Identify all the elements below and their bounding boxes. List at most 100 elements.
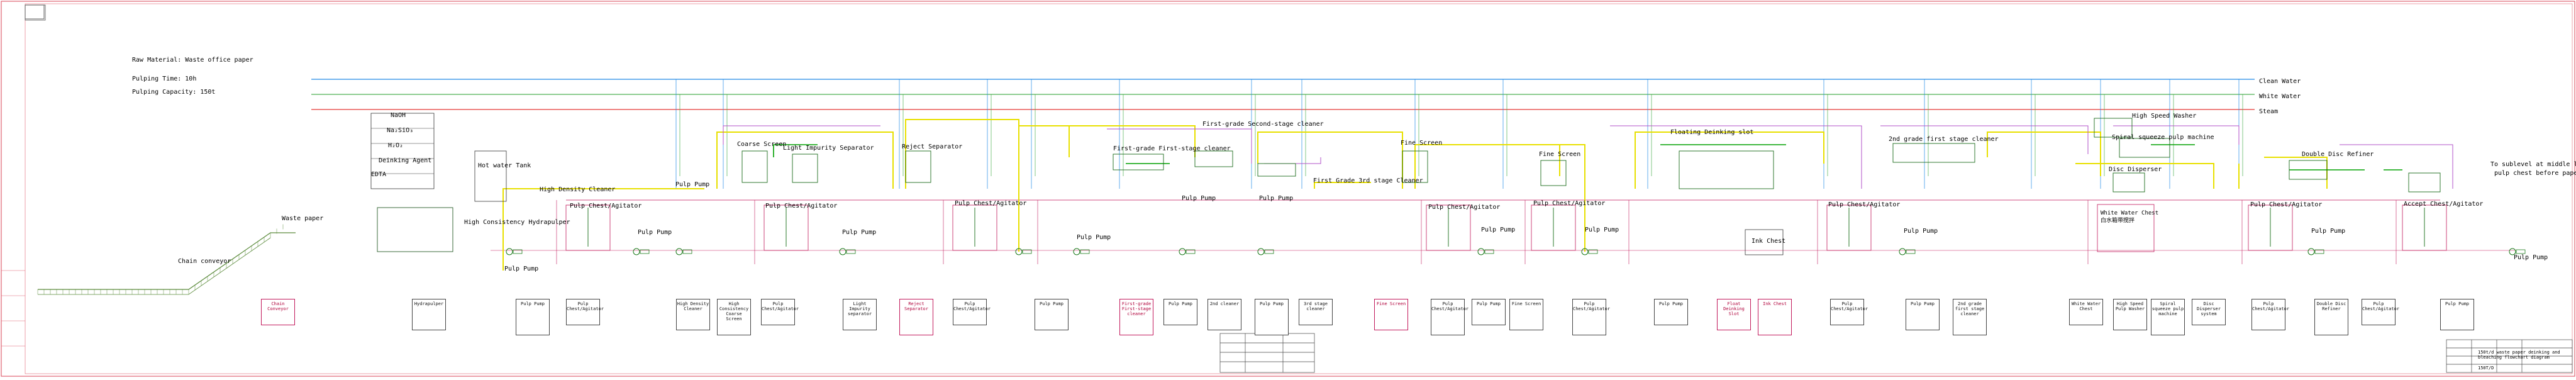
- pulp-chest: [2248, 204, 2293, 251]
- equipment-spec-box: 2nd cleaner: [1208, 299, 1241, 330]
- equipment-spec-title: High Density Cleaner: [677, 301, 709, 311]
- pulp-pump-label-9: Pulp Pump: [1585, 226, 1619, 233]
- pulp-chest-label-6: Pulp Chest/Agitator: [1828, 201, 1901, 208]
- title-block: [1219, 333, 2573, 373]
- equipment-spec-box: Pulp Chest/Agitator: [2362, 299, 2400, 325]
- pulp-pump-label-2: Pulp Pump: [638, 229, 672, 236]
- equipment-spec-title: Ink Chest: [1763, 301, 1787, 306]
- reject-pipe: [2113, 125, 2240, 145]
- pulp-chest: [1426, 204, 1471, 251]
- process-equipment: [792, 154, 818, 183]
- pulp-chest-label-5: Pulp Chest/Agitator: [1533, 200, 1606, 207]
- equipment-spec-box: Pulp Chest/Agitator: [953, 299, 991, 325]
- pulp-pump: [1073, 248, 1080, 255]
- pulp-pump-label-1: Pulp Pump: [504, 265, 539, 272]
- equipment-spec-title: Hydrapulper: [414, 301, 444, 306]
- first-grade-second-stage-label: First-grade Second-stage cleaner: [1202, 121, 1324, 128]
- equipment-spec-box: Chain Conveyor: [261, 299, 295, 325]
- pulp-pump: [2307, 248, 2315, 255]
- equipment-spec-title: Pulp Pump: [1169, 301, 1192, 306]
- to-sublevel-label: To sublevel at middle layer: [2490, 161, 2576, 168]
- equipment-spec-box: Light Impurity separator: [843, 299, 877, 330]
- pulping-time-text: Pulping Time: 10h: [132, 75, 197, 82]
- stock-pipe: [1987, 131, 2101, 176]
- reject-separator-label: Reject Separator: [902, 143, 963, 150]
- process-equipment: [1402, 150, 1428, 183]
- title-block-text: 150t/d waste paper deinking and bleachin…: [2478, 350, 2560, 360]
- pump-motor: [1906, 249, 1916, 254]
- water-pipe: [773, 144, 818, 157]
- pulp-chest-before-paper-label: pulp chest before paper machine: [2494, 170, 2576, 177]
- title-block-code: 150T/D: [2478, 366, 2494, 371]
- process-equipment: [1679, 150, 1774, 189]
- pulp-pump-label-11: Pulp Pump: [2311, 228, 2346, 235]
- equipment-spec-title: Pulp Pump: [521, 301, 545, 306]
- pulp-pump: [1257, 248, 1265, 255]
- ink-chest: [1745, 229, 1784, 255]
- hydrapulper-label: High Consistency Hydrapulper: [464, 219, 570, 226]
- equipment-symbols: [37, 113, 2526, 295]
- pulp-pump-label-10: Pulp Pump: [1904, 228, 1938, 235]
- pump-motor: [1588, 249, 1598, 254]
- pulp-chest: [763, 204, 809, 251]
- equipment-spec-title: Pulp Chest/Agitator: [2362, 301, 2400, 311]
- stock-pipe: [1019, 125, 1196, 157]
- chain-conveyor-label: Chain conveyor: [178, 258, 231, 265]
- equipment-spec-title: High Consistency Coarse Screen: [719, 301, 749, 321]
- pump-motor: [1484, 249, 1494, 254]
- equipment-spec-title: Pulp Chest/Agitator: [1431, 301, 1469, 311]
- equipment-spec-box: High Density Cleaner: [676, 299, 710, 330]
- equipment-spec-box: Pulp Pump: [1035, 299, 1069, 330]
- pulp-chest: [1531, 204, 1576, 251]
- equipment-spec-box: Pulp Pump: [1654, 299, 1688, 325]
- reject-pipe: [1107, 128, 1252, 164]
- chemical-edta: EDTA: [371, 171, 387, 178]
- chemical-tanks: [370, 113, 435, 189]
- pulp-pump: [675, 248, 683, 255]
- equipment-spec-box: Pulp Chest/Agitator: [761, 299, 799, 325]
- equipment-spec-title: Pulp Chest/Agitator: [2252, 301, 2290, 311]
- stock-pipe: [905, 119, 1019, 252]
- fine-screen-label-1: Fine Screen: [1401, 140, 1443, 147]
- chemical-h2o2: H₂O₂: [388, 142, 404, 149]
- equipment-spec-title: High Speed Pulp Washer: [2115, 301, 2145, 311]
- equipment-spec-title: Reject Separator: [904, 301, 928, 311]
- equipment-spec-box: Hydrapulper: [412, 299, 446, 330]
- equipment-spec-box: Pulp Chest/Agitator: [566, 299, 604, 325]
- equipment-spec-title: Chain Conveyor: [267, 301, 289, 311]
- white-water-chest-label: White Water Chest: [2101, 210, 2159, 216]
- pulp-chest: [952, 204, 997, 251]
- stock-pipe: [2075, 163, 2214, 189]
- process-equipment: [1257, 163, 1296, 177]
- stock-pipe: [716, 131, 894, 189]
- pulp-pump: [1015, 248, 1023, 255]
- equipment-spec-box: Fine Screen: [1374, 299, 1408, 330]
- white-water-label: White Water: [2259, 93, 2301, 100]
- pulp-pump-label-7: Pulp Pump: [1259, 195, 1294, 202]
- equipment-spec-box: Pulp Chest/Agitator: [1830, 299, 1868, 325]
- pulp-chest-label-7: Pulp Chest/Agitator: [2250, 201, 2323, 208]
- equipment-spec-box: Spiral squeeze pulp machine: [2151, 299, 2185, 335]
- pulp-chest: [1826, 204, 1872, 251]
- stock-pipe: [1635, 131, 1824, 189]
- pump-motor: [846, 249, 856, 254]
- pump-motor: [513, 249, 523, 254]
- pump-motor: [1264, 249, 1274, 254]
- equipment-spec-title: 3rd stage cleaner: [1304, 301, 1328, 311]
- pulp-pump: [1581, 248, 1589, 255]
- hot-water-tank-label: Hot water Tank: [478, 162, 531, 169]
- equipment-spec-title: 2nd grade first stage cleaner: [1955, 301, 1985, 316]
- double-disc-refiner-label: Double Disc Refiner: [2302, 151, 2374, 158]
- equipment-spec-title: Disc Disperser system: [2197, 301, 2221, 316]
- process-equipment: [1113, 154, 1164, 170]
- white-water-chest: [2097, 204, 2155, 252]
- pulp-pump: [2509, 248, 2516, 255]
- chemical-na2sio3: Na₂SiO₃: [387, 127, 414, 134]
- equipment-spec-box: 3rd stage cleaner: [1299, 299, 1333, 325]
- equipment-spec-box: Pulp Pump: [516, 299, 550, 335]
- floating-deinking-slot-label: Floating Deinking slot: [1670, 129, 1754, 136]
- equipment-spec-title: Pulp Chest/Agitator: [762, 301, 799, 311]
- pulp-chest: [565, 204, 611, 251]
- equipment-spec-box: Pulp Chest/Agitator: [2251, 299, 2290, 330]
